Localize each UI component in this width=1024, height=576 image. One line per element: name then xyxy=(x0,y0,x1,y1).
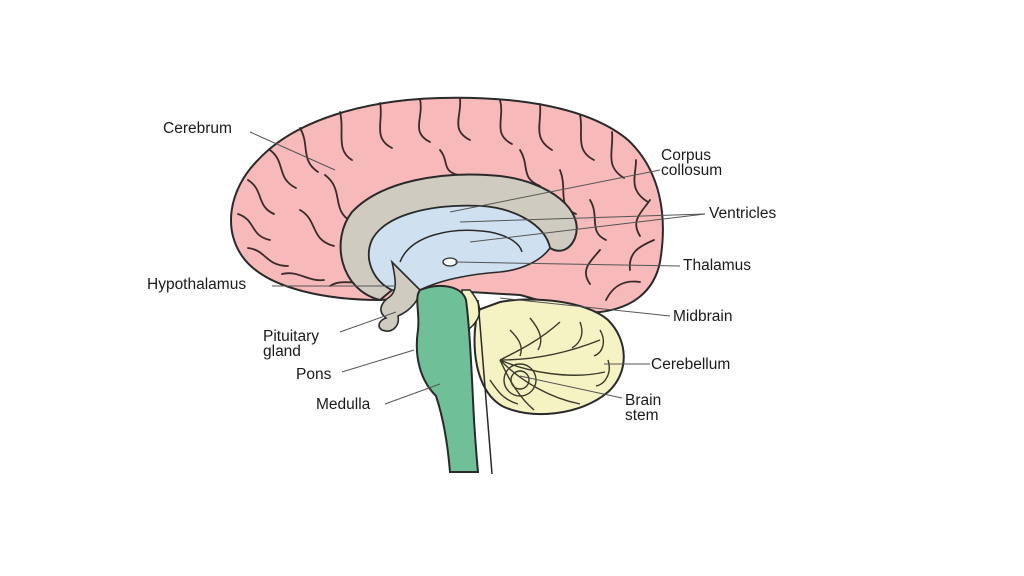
label-hypothalamus: Hypothalamus xyxy=(147,276,247,293)
cerebellum-region xyxy=(473,298,625,416)
label-corpus-collosum: Corpus collosum xyxy=(661,147,723,179)
pons-bulge xyxy=(416,329,437,397)
spinal-cord-line xyxy=(477,299,493,475)
label-cerebrum: Cerebrum xyxy=(163,120,232,137)
label-cerebellum: Cerebellum xyxy=(651,356,731,373)
label-medulla: Medulla xyxy=(316,396,371,413)
label-pituitary-gland: Pituitary gland xyxy=(263,328,319,360)
fornix-arc xyxy=(399,229,523,263)
label-brain-stem: Brain stem xyxy=(625,392,662,424)
thalamus-spot xyxy=(442,257,458,267)
label-ventricles: Ventricles xyxy=(709,205,777,222)
label-thalamus: Thalamus xyxy=(683,257,752,274)
ventricles-region xyxy=(368,204,551,291)
hypothalamus-region xyxy=(378,259,421,332)
cerebellum-arbor-vitae xyxy=(489,317,610,411)
label-pons: Pons xyxy=(296,366,332,383)
leader-lines xyxy=(249,131,706,405)
label-midbrain: Midbrain xyxy=(673,308,733,325)
